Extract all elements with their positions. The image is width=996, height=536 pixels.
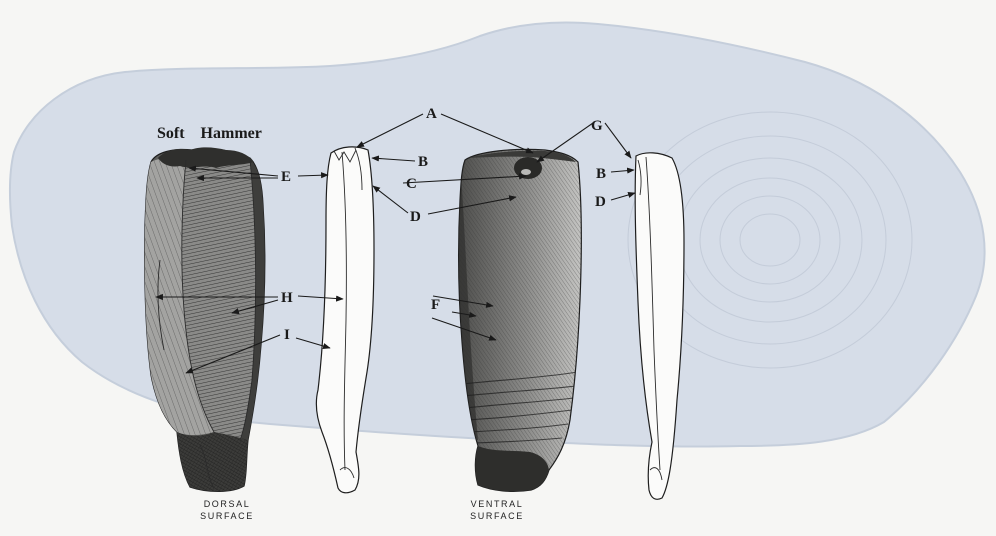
- dorsal-surface-drawing: [145, 147, 265, 491]
- dorsal-caption: DORSAL SURFACE: [200, 499, 254, 521]
- label-d-left: D: [410, 209, 421, 225]
- bulb-of-percussion: [514, 157, 542, 179]
- label-e: E: [281, 169, 291, 185]
- label-c: C: [406, 176, 417, 192]
- label-g: G: [591, 118, 603, 134]
- label-b-right: B: [596, 166, 606, 182]
- ventral-caption-line1: VENTRAL: [471, 499, 524, 509]
- label-a: A: [426, 106, 437, 122]
- ventral-caption: VENTRAL SURFACE: [470, 499, 524, 521]
- dorsal-caption-line2: SURFACE: [200, 511, 254, 521]
- ventral-caption-line2: SURFACE: [470, 511, 524, 521]
- label-i: I: [284, 327, 290, 343]
- illustration-title: Soft Hammer: [157, 125, 262, 142]
- label-f: F: [431, 297, 440, 313]
- label-b-left: B: [418, 154, 428, 170]
- bulb-highlight: [521, 169, 531, 175]
- dorsal-caption-line1: DORSAL: [204, 499, 251, 509]
- label-d-right: D: [595, 194, 606, 210]
- label-h: H: [281, 290, 293, 306]
